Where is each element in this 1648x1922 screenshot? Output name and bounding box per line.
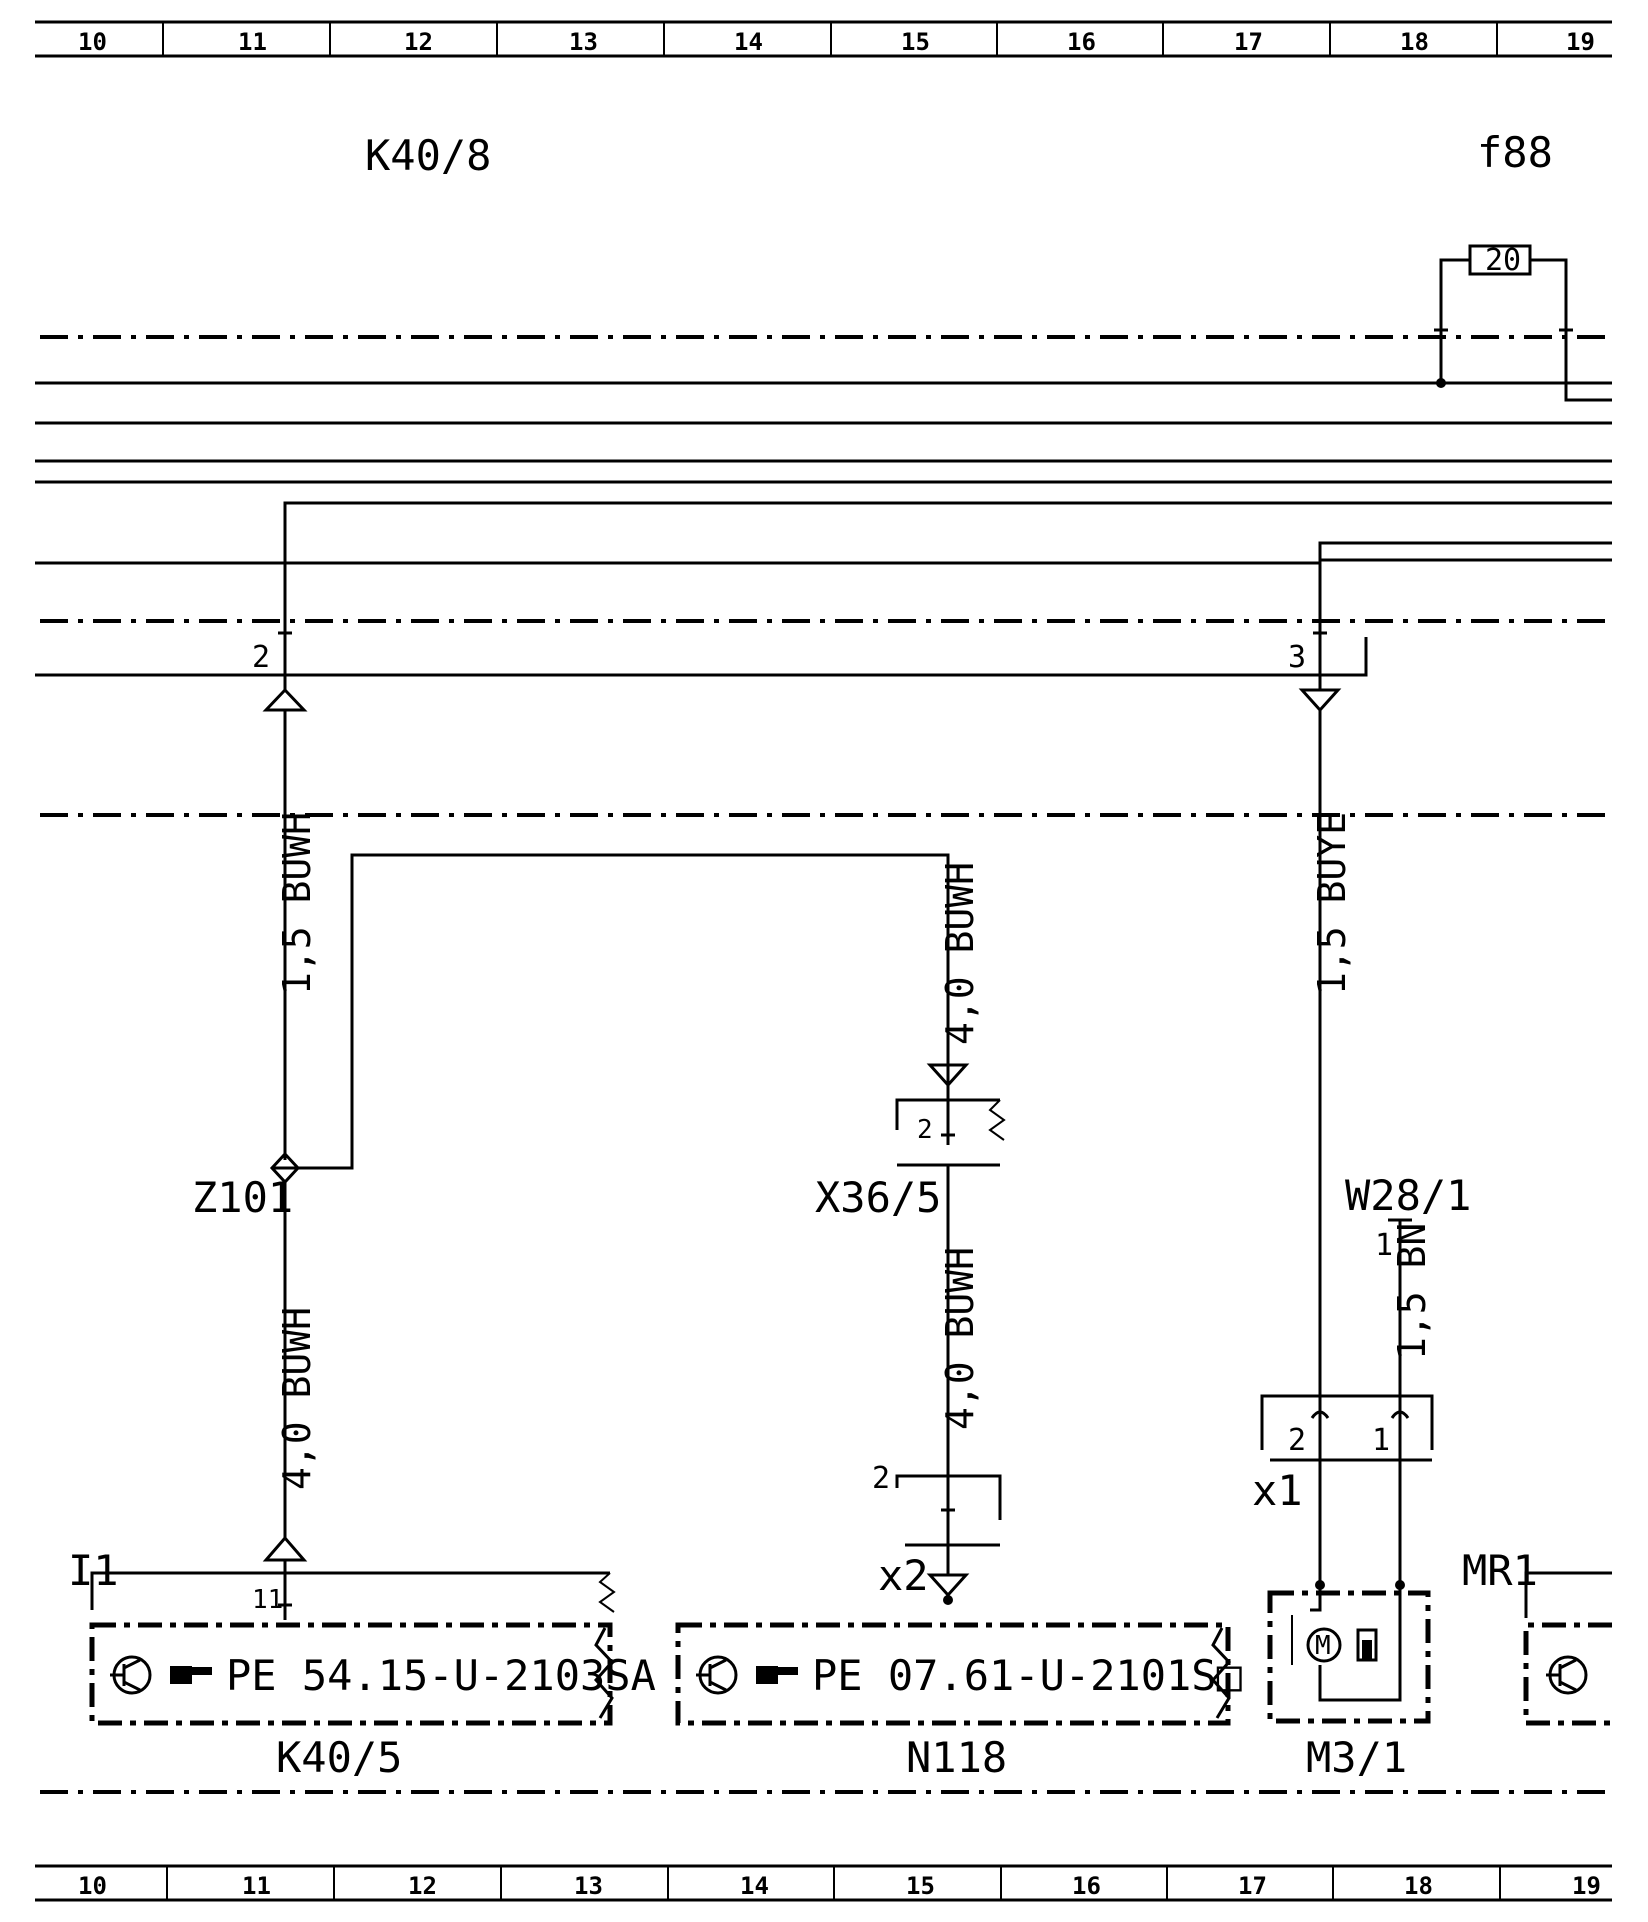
connector-x1: 2 1 x1: [1252, 1394, 1434, 1515]
x1-pin1-label: 1: [1372, 1423, 1390, 1458]
ruler-top-18: 18: [1400, 28, 1429, 56]
label-x2: x2: [878, 1551, 929, 1600]
ruler-bottom-16: 16: [1072, 1872, 1101, 1900]
wire-branch-z101: [297, 853, 950, 1170]
pointing-hand-icon-2: [756, 1666, 798, 1684]
fuse-f88: 20: [1434, 243, 1612, 402]
i1-pin-label: 11: [252, 1585, 283, 1615]
pin-2-label: 2: [252, 640, 270, 675]
label-i1: I1: [68, 1546, 119, 1595]
x36-pin-label: 2: [917, 1115, 933, 1145]
ruler-bottom-12: 12: [408, 1872, 437, 1900]
ruler-bottom-19: 19: [1572, 1872, 1601, 1900]
module-n118: PE 07.61-U-2101S□ N118: [675, 1622, 1243, 1782]
ruler-top-11: 11: [238, 28, 267, 56]
label-k40-5: K40/5: [276, 1733, 402, 1782]
top-ruler: 10 11 12 13 14 15 16 17 18 19: [35, 20, 1612, 58]
ruler-top-19: 19: [1566, 28, 1595, 56]
connector-x2: 2 x2: [872, 1461, 1002, 1605]
wire-label-6: 1,5 BN: [1390, 1223, 1434, 1360]
connector-i1: 11 I1: [68, 1535, 616, 1620]
motor-m3-1: M M3/1: [1267, 1585, 1431, 1782]
label-k40-8: K40/8: [365, 131, 491, 180]
connector-x36-5: 2 X36/5: [815, 1050, 1006, 1222]
label-w28-1: W28/1: [1345, 1171, 1471, 1220]
bus-line-5: [283, 501, 1612, 620]
connector-pin-2-top: 2: [252, 620, 308, 712]
bus-line-6: [1318, 541, 1612, 620]
reference-k40-5: PE 54.15-U-2103SA: [226, 1651, 656, 1700]
x1-pin2-label: 2: [1288, 1423, 1306, 1458]
splice-z101: Z101: [192, 1151, 301, 1222]
pointing-hand-icon: [170, 1666, 212, 1684]
wire-label-2: 4,0 BUWH: [938, 862, 982, 1045]
ruler-top-15: 15: [901, 28, 930, 56]
bus-line-9: [35, 637, 1368, 677]
pin-3-label: 3: [1288, 640, 1306, 675]
ruler-top-14: 14: [734, 28, 763, 56]
ruler-bottom-14: 14: [740, 1872, 769, 1900]
connector-pin-3-top: 3: [1288, 620, 1342, 713]
ruler-bottom-17: 17: [1238, 1872, 1267, 1900]
ruler-bottom-13: 13: [574, 1872, 603, 1900]
ruler-bottom-11: 11: [242, 1872, 271, 1900]
bottom-ruler: 10 11 12 13 14 15 16 17 18 19: [35, 1864, 1612, 1902]
ruler-top-13: 13: [569, 28, 598, 56]
ruler-bottom-10: 10: [78, 1872, 107, 1900]
label-z101: Z101: [192, 1173, 293, 1222]
wire-label-1: 1,5 BUWH: [275, 812, 319, 995]
module-mr1: MR1: [1462, 1546, 1612, 1726]
ruler-top-10: 10: [78, 28, 107, 56]
ruler-top-17: 17: [1234, 28, 1263, 56]
w28-pin-label: 1: [1375, 1228, 1393, 1263]
wire-label-4: 4,0 BUWH: [275, 1307, 319, 1490]
reference-n118: PE 07.61-U-2101S□: [812, 1651, 1243, 1700]
motor-icon: [1306, 1627, 1342, 1663]
wire-label-5: 4,0 BUWH: [938, 1247, 982, 1430]
wire-label-3: 1,5 BUYE: [1310, 812, 1354, 995]
label-f88: f88: [1477, 128, 1553, 177]
x2-pin-label: 2: [872, 1461, 890, 1496]
motor-symbol: M: [1315, 1631, 1331, 1661]
ruler-bottom-15: 15: [906, 1872, 935, 1900]
label-m3-1: M3/1: [1306, 1733, 1407, 1782]
ruler-bottom-18: 18: [1404, 1872, 1433, 1900]
label-x1: x1: [1252, 1466, 1303, 1515]
ground-w28-1: W28/1 1: [1345, 1171, 1471, 1410]
ruler-top-16: 16: [1067, 28, 1096, 56]
fuse-rating: 20: [1485, 243, 1521, 278]
ruler-top-12: 12: [404, 28, 433, 56]
label-x36-5: X36/5: [815, 1173, 941, 1222]
label-n118: N118: [906, 1733, 1007, 1782]
module-k40-5: PE 54.15-U-2103SA K40/5: [89, 1622, 656, 1782]
